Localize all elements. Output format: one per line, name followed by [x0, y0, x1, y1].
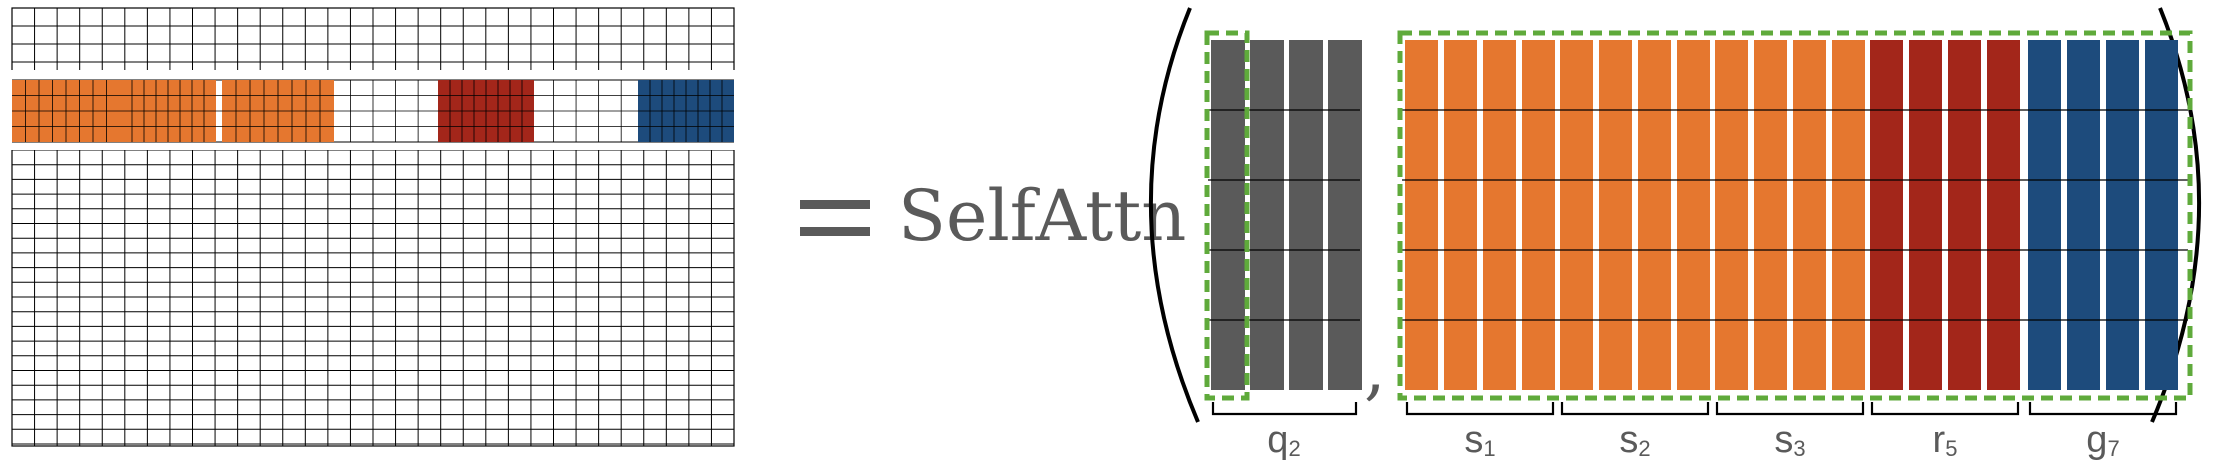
query-column	[1250, 40, 1284, 390]
key-column-s1	[1483, 40, 1516, 390]
key-column-s3	[1754, 40, 1787, 390]
query-columns	[1211, 40, 1362, 390]
grid-block-r5	[438, 80, 534, 142]
query-group-label: q2	[1267, 419, 1300, 461]
group-label-subscript: 1	[1483, 436, 1495, 461]
key-column-r5	[1909, 40, 1942, 390]
key-column-s2	[1677, 40, 1710, 390]
group-label-main: s	[1774, 419, 1793, 461]
key-column-s3	[1793, 40, 1826, 390]
key-bracket-s2	[1560, 402, 1710, 416]
key-column-g7	[2028, 40, 2061, 390]
grid-block-g7	[638, 80, 734, 142]
group-label-subscript: 7	[2107, 436, 2119, 461]
query-highlight-box	[1204, 30, 1250, 401]
key-group-label-s1: s1	[1464, 419, 1495, 461]
key-columns	[1405, 40, 2178, 390]
function-name: SelfAttn	[898, 175, 1186, 257]
group-label-main: s	[1619, 419, 1638, 461]
key-group-label-s2: s2	[1619, 419, 1650, 461]
comma-separator: ,	[1364, 330, 1386, 409]
group-label-subscript: 5	[1945, 436, 1957, 461]
query-column	[1328, 40, 1362, 390]
key-column-r5	[1987, 40, 2020, 390]
group-label-subscript: 3	[1793, 436, 1805, 461]
key-group-label-r5: r5	[1933, 419, 1958, 461]
grid-block-s1	[12, 80, 120, 142]
group-label-main: q	[1267, 419, 1288, 461]
left-parenthesis	[1148, 7, 1200, 423]
key-bracket-g7	[2028, 402, 2178, 416]
key-column-r5	[1870, 40, 1903, 390]
key-bracket-s1	[1405, 402, 1555, 416]
equals-sign	[800, 200, 870, 236]
key-bracket-s3	[1715, 402, 1865, 416]
grid-highlighted-row	[12, 80, 734, 142]
group-label-main: s	[1464, 419, 1483, 461]
key-column-g7	[2145, 40, 2178, 390]
row-divider-lines	[1208, 109, 2188, 321]
group-brackets	[1211, 402, 2178, 416]
key-column-s2	[1638, 40, 1671, 390]
key-group-label-g7: g7	[2086, 419, 2119, 461]
key-column-r5	[1948, 40, 1981, 390]
key-column-s1	[1405, 40, 1438, 390]
group-label-subscript: 2	[1288, 436, 1300, 461]
key-column-s1	[1522, 40, 1555, 390]
group-label-subscript: 2	[1638, 436, 1650, 461]
key-column-s2	[1599, 40, 1632, 390]
key-highlight-box	[1397, 30, 2193, 401]
key-column-s2	[1560, 40, 1593, 390]
key-column-s3	[1832, 40, 1865, 390]
group-label-main: r	[1933, 419, 1946, 461]
key-column-g7	[2067, 40, 2100, 390]
equals-bar-bottom	[800, 227, 870, 236]
query-column	[1289, 40, 1323, 390]
key-column-g7	[2106, 40, 2139, 390]
grid-block-s2	[120, 80, 216, 142]
key-bracket-r5	[1870, 402, 2020, 416]
key-column-s1	[1444, 40, 1477, 390]
equals-bar-top	[800, 200, 870, 209]
key-group-label-s3: s3	[1774, 419, 1805, 461]
token-grid	[11, 7, 735, 447]
grid-block-s3	[222, 80, 334, 142]
query-column	[1211, 40, 1245, 390]
key-column-s3	[1715, 40, 1748, 390]
group-label-main: g	[2086, 419, 2107, 461]
query-bracket	[1211, 402, 1358, 416]
